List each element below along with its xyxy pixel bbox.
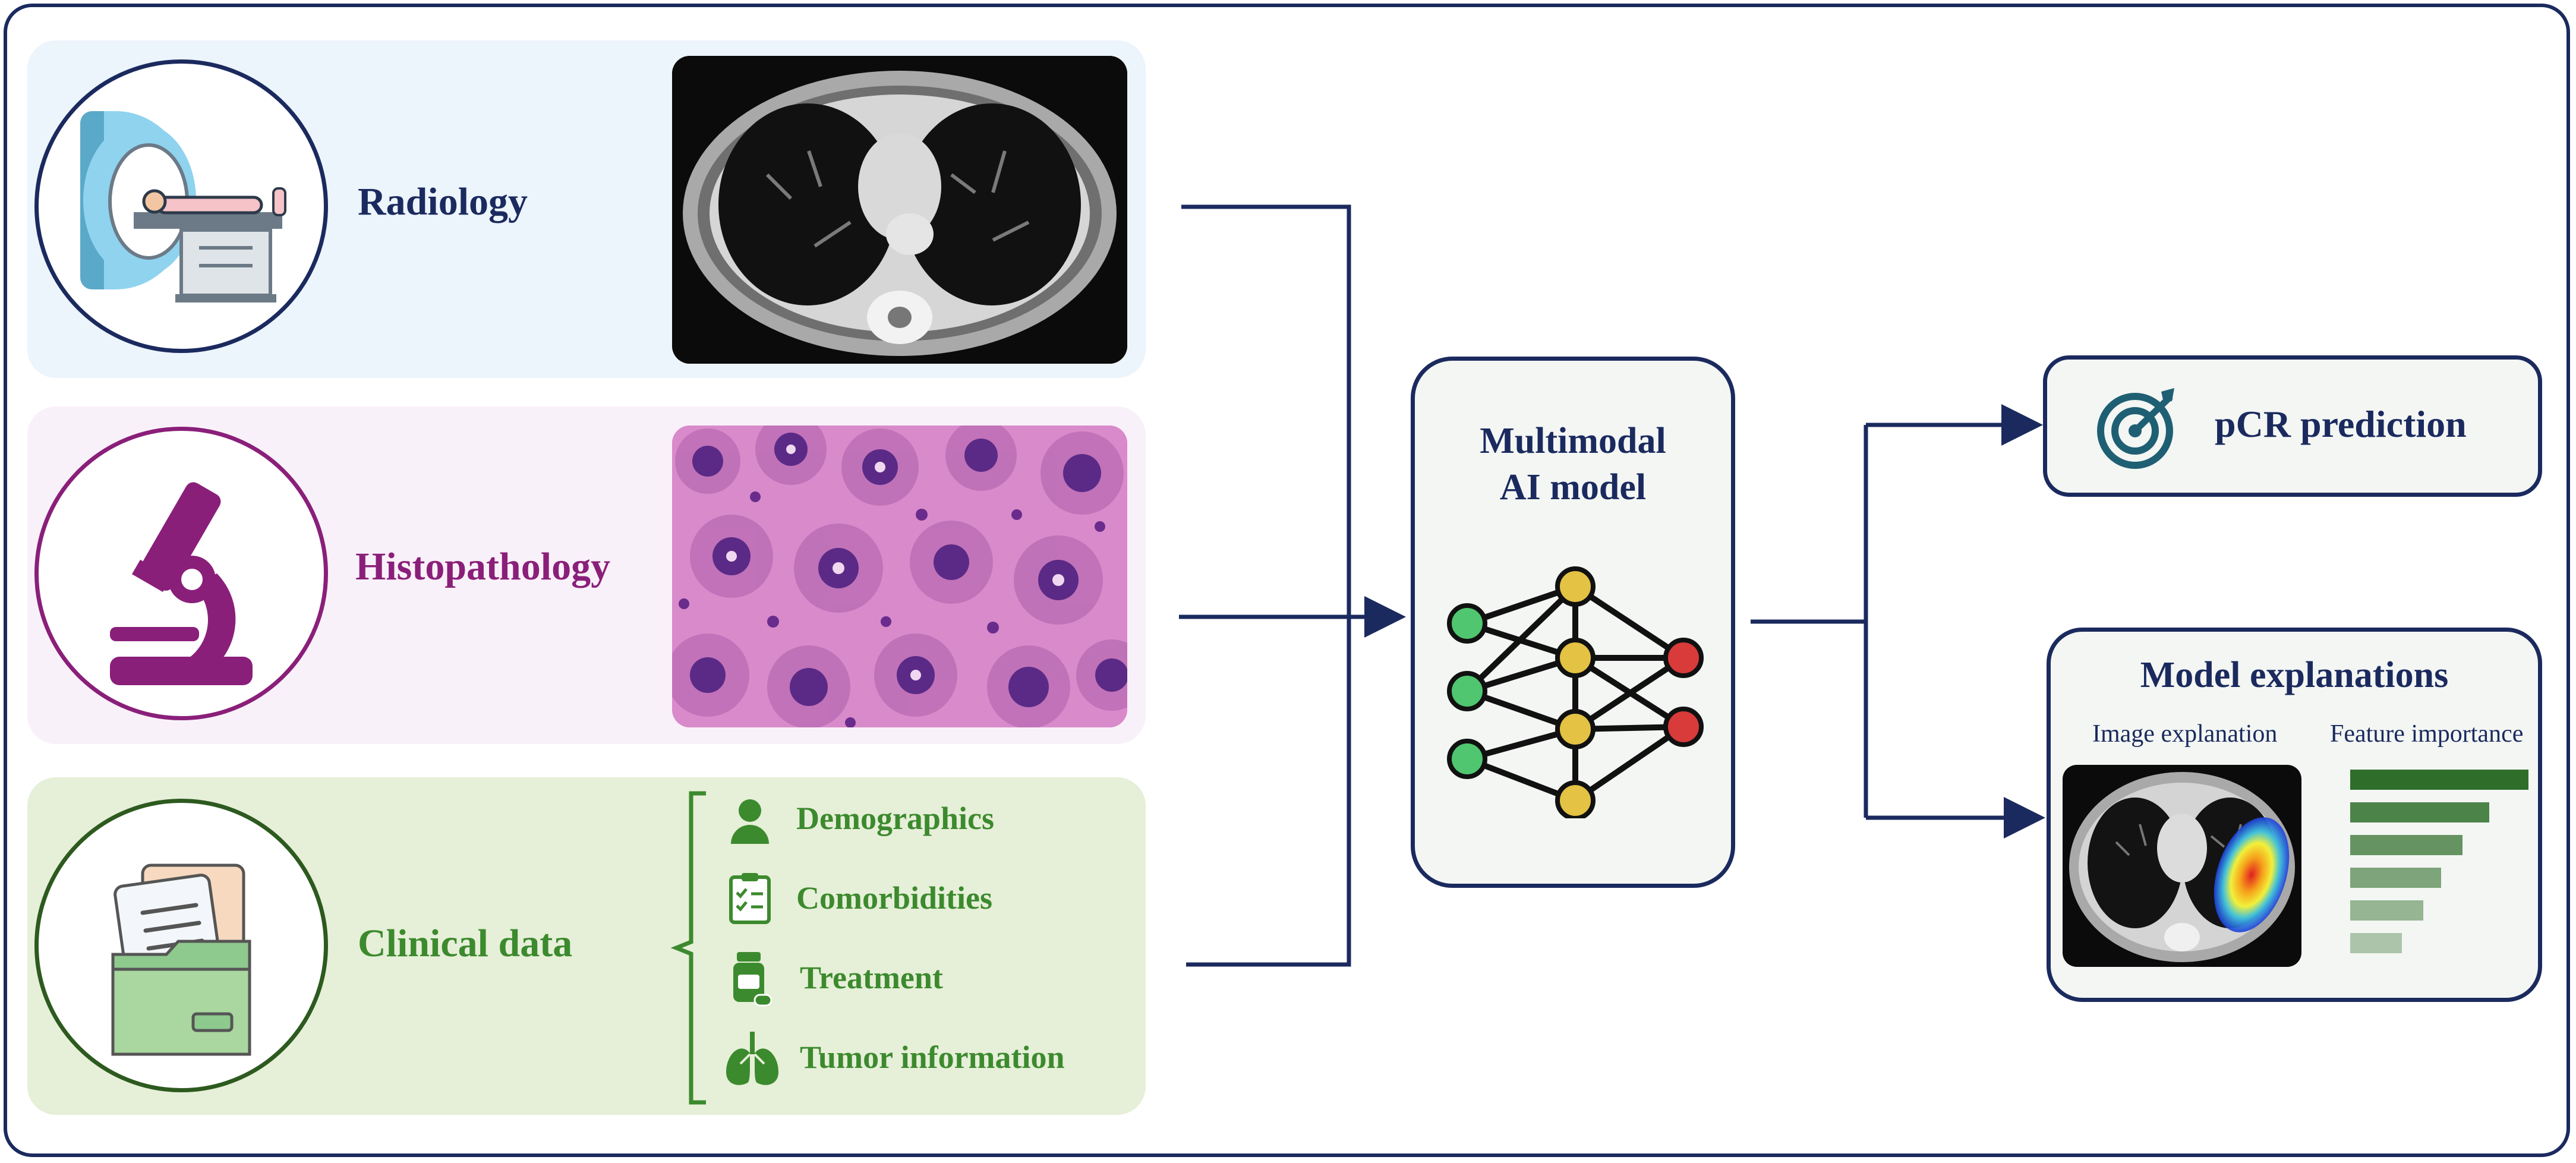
model-explanations-box: Model explanations Image explanation Fea… bbox=[2047, 628, 2542, 1002]
pcr-prediction-label: pCR prediction bbox=[2215, 403, 2467, 445]
medicine-bottle-icon bbox=[733, 952, 773, 1007]
explanation-heatmap-image bbox=[2063, 765, 2301, 967]
feature-bar bbox=[2350, 900, 2423, 921]
histology-image bbox=[672, 426, 1127, 727]
feature-bar bbox=[2350, 868, 2441, 888]
person-icon bbox=[731, 799, 769, 844]
target-icon bbox=[2097, 388, 2174, 469]
treatment-item: Treatment bbox=[800, 960, 943, 995]
diagram-frame bbox=[4, 4, 2570, 1157]
hidden-node bbox=[1555, 709, 1596, 749]
clinical-data-circle bbox=[34, 799, 328, 1092]
model-title-line1: Multimodal bbox=[1480, 421, 1666, 461]
model-title-line2: AI model bbox=[1499, 467, 1647, 508]
feature-bar bbox=[2350, 802, 2489, 822]
model-explanations-title: Model explanations bbox=[2140, 655, 2449, 695]
lungs-icon bbox=[726, 1032, 778, 1085]
hidden-node bbox=[1555, 638, 1596, 678]
ct-scan-image bbox=[672, 56, 1127, 364]
feature-importance-label: Feature importance bbox=[2330, 720, 2524, 748]
image-explanation-label: Image explanation bbox=[2092, 720, 2278, 748]
tumor-information-item: Tumor information bbox=[800, 1039, 1065, 1075]
histopathology-label: Histopathology bbox=[355, 545, 611, 588]
output-node bbox=[1663, 707, 1704, 747]
input-node bbox=[1447, 671, 1487, 711]
radiology-label: Radiology bbox=[358, 180, 528, 223]
pcr-prediction-box: pCR prediction bbox=[2043, 355, 2542, 497]
microscope-icon bbox=[110, 482, 253, 685]
input-node bbox=[1447, 603, 1487, 644]
mri-scanner-icon bbox=[80, 111, 286, 302]
comorbidities-item: Comorbidities bbox=[796, 880, 992, 916]
hidden-node bbox=[1555, 780, 1596, 818]
histopathology-circle bbox=[34, 427, 328, 720]
folder-documents-icon bbox=[111, 863, 251, 1056]
clinical-items-bracket bbox=[670, 791, 706, 1105]
hidden-node bbox=[1555, 566, 1596, 607]
demographics-item: Demographics bbox=[796, 800, 994, 836]
neural-network-icon bbox=[1447, 566, 1704, 818]
feature-bar bbox=[2350, 835, 2463, 855]
multimodal-model-box: Multimodal AI model bbox=[1411, 357, 1735, 888]
radiology-circle bbox=[34, 59, 328, 353]
feature-importance-bars bbox=[2350, 770, 2528, 953]
feature-bar bbox=[2350, 933, 2402, 953]
feature-bar bbox=[2350, 770, 2528, 790]
clinical-data-label: Clinical data bbox=[358, 922, 573, 965]
input-node bbox=[1447, 739, 1487, 779]
output-node bbox=[1663, 638, 1704, 678]
clipboard-icon bbox=[729, 873, 771, 924]
